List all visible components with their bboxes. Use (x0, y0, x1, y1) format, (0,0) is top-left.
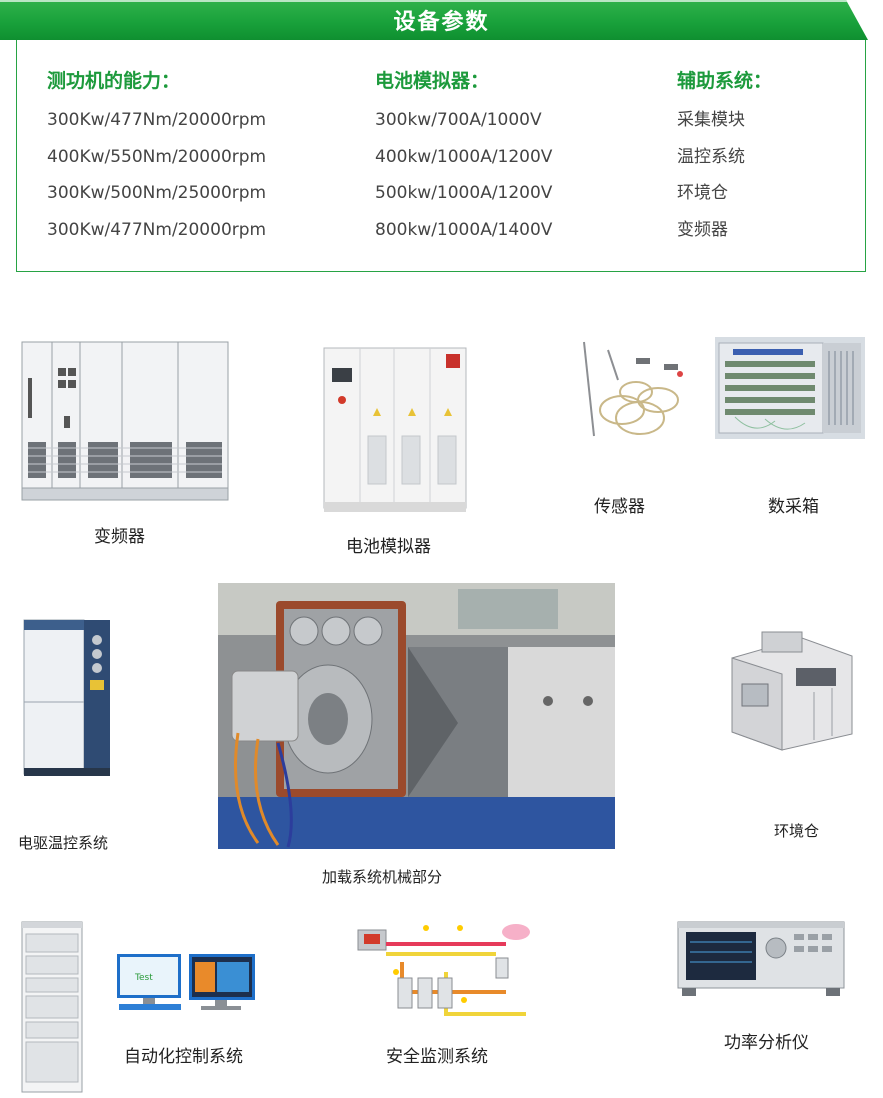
banner-tab (0, 0, 868, 40)
dyno-spec-column: 测功机的能力： 300Kw/477Nm/20000rpm 400Kw/550Nm… (47, 68, 266, 248)
battery-simulator-caption: 电池模拟器 (346, 537, 431, 557)
battery-spec-item: 500kw/1000A/1200V (375, 183, 553, 204)
loading-mechanical-image (218, 583, 615, 849)
automation-monitors-image: Test (115, 952, 259, 1014)
env-chamber-caption: 环境仓 (774, 822, 820, 840)
battery-simulator-image (322, 346, 468, 514)
battery-spec-column: 电池模拟器： 300kw/700A/1000V 400kw/1000A/1200… (375, 68, 552, 248)
inverter-image (20, 338, 232, 504)
battery-spec-item: 400kw/1000A/1200V (375, 146, 553, 167)
automation-caption: 自动化控制系统 (124, 1047, 243, 1067)
screen-text: Test (134, 973, 153, 983)
power-analyzer-image (676, 920, 848, 1000)
inverter-caption: 变频器 (94, 527, 145, 547)
daq-box-image (715, 337, 865, 439)
battery-spec-item: 800kw/1000A/1400V (375, 219, 553, 240)
dyno-spec-item: 300Kw/477Nm/20000rpm (47, 110, 267, 130)
aux-heading: 辅助系统： (677, 70, 773, 92)
sensor-image (578, 340, 688, 444)
loading-mechanical-caption: 加载系统机械部分 (322, 868, 443, 886)
daq-box-caption: 数采箱 (768, 497, 819, 517)
sensor-caption: 传感器 (594, 497, 645, 517)
env-chamber-image (722, 628, 862, 752)
section-title: 设备参数 (393, 10, 490, 35)
control-rack-image (20, 920, 84, 1096)
dyno-spec-item: 400Kw/550Nm/20000rpm (47, 146, 267, 167)
battery-heading: 电池模拟器： (375, 70, 490, 92)
aux-spec-column: 辅助系统： 采集模块 温控系统 环境仓 变频器 (677, 68, 772, 248)
section-banner: 设备参数 (0, 0, 883, 40)
spec-panel: 测功机的能力： 300Kw/477Nm/20000rpm 400Kw/550Nm… (16, 40, 866, 272)
dyno-spec-item: 300Kw/477Nm/20000rpm (47, 219, 267, 240)
safety-monitor-caption: 安全监测系统 (386, 1047, 488, 1067)
motor-thermal-caption: 电驱温控系统 (18, 834, 109, 852)
motor-thermal-image (22, 618, 112, 780)
aux-spec-item: 环境仓 (677, 183, 728, 204)
battery-spec-item: 300kw/700A/1000V (375, 110, 542, 130)
aux-spec-item: 采集模块 (677, 110, 745, 130)
safety-monitor-image (356, 922, 532, 1024)
dyno-spec-item: 300Kw/500Nm/25000rpm (47, 183, 267, 204)
aux-spec-item: 温控系统 (677, 146, 745, 167)
power-analyzer-caption: 功率分析仪 (724, 1033, 809, 1053)
aux-spec-item: 变频器 (677, 219, 728, 240)
dyno-heading: 测功机的能力： (47, 70, 181, 92)
